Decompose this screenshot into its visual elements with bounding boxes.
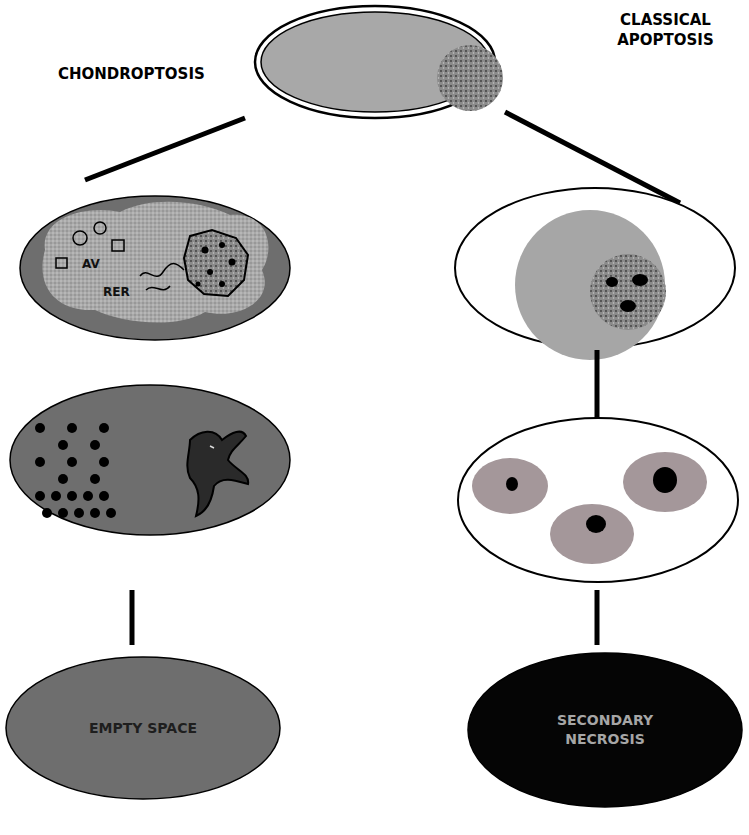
chondroptotic-cell-early [20,196,290,340]
ellipse-shape [468,653,742,807]
organelle-label: RER [103,284,130,300]
ellipse-shape [6,657,280,799]
apoptotic-bodies [458,418,738,582]
branch-title: CHONDROPTOSIS [58,64,205,84]
branch-line [85,118,245,180]
organelle-label: AV [82,256,100,272]
branch-title: CLASSICAL APOPTOSIS [603,10,728,51]
node-text: SECONDARY NECROSIS [540,711,670,749]
node-text: EMPTY SPACE [89,719,197,738]
chondroptotic-cell-late [10,385,290,535]
ellipse-outline [467,652,743,808]
end-state-ellipse: SECONDARY NECROSIS [467,652,743,808]
end-state-ellipse: EMPTY SPACE [5,656,281,800]
healthy-chondrocyte [255,6,503,118]
apoptotic-cell-early [455,188,735,360]
stage-line [595,590,600,645]
stage-line [595,350,600,418]
stage-line [130,590,135,645]
